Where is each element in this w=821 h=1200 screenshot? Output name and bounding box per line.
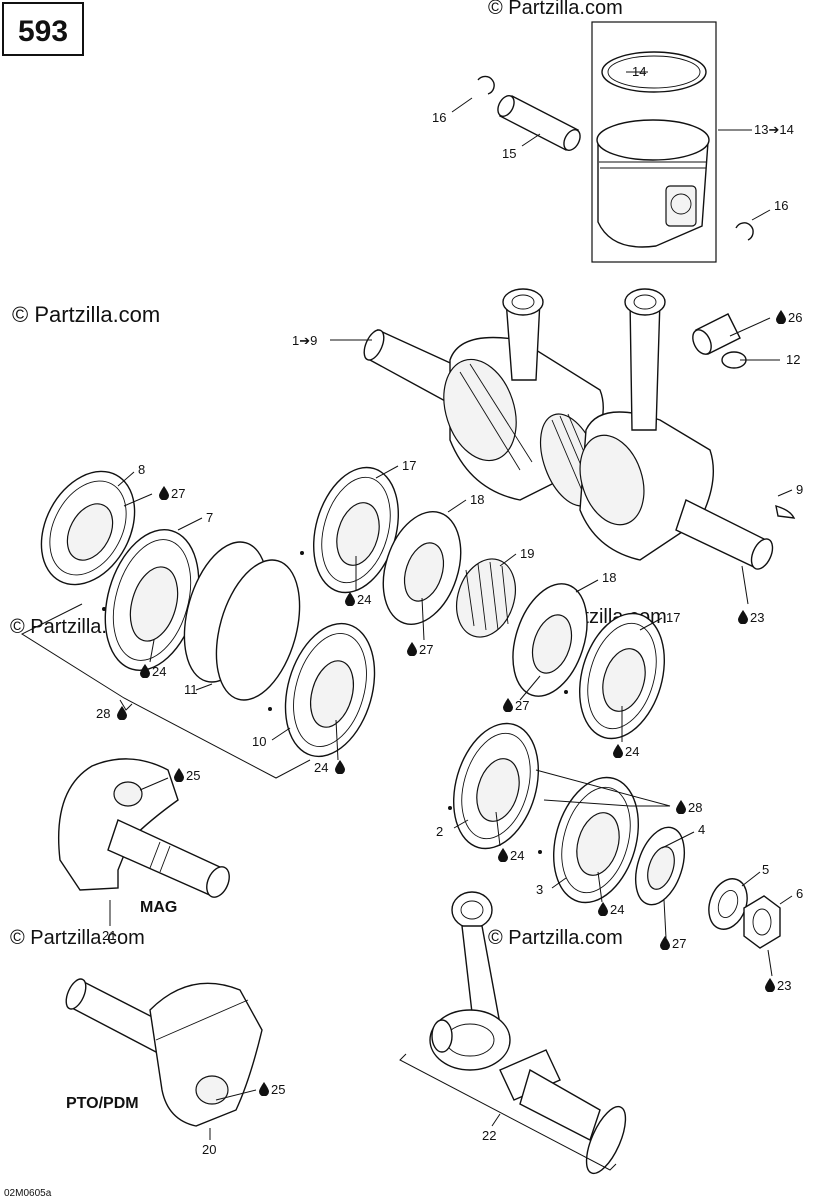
callout-label: 17: [402, 458, 416, 473]
copyright-text: © Partzilla.com: [12, 302, 160, 327]
callout-label: 27: [515, 698, 529, 713]
piston-ring: [601, 51, 707, 93]
ball-bearing: [578, 612, 666, 740]
callout-labels: 14 13➔14 16 15 16 1➔9 26 12 8 27 7 17 18…: [96, 64, 803, 1157]
callout-label: 27: [672, 936, 686, 951]
needle-bearing: [692, 313, 747, 369]
drive-gear: [456, 558, 516, 638]
watermark-text: © Partzilla.com: [10, 927, 145, 949]
ball-bearing: [104, 529, 200, 671]
ball-bearing: [452, 722, 540, 850]
callout-label: 22: [482, 1128, 496, 1143]
oil-seal: [40, 470, 136, 586]
callout-label: 2: [436, 824, 443, 839]
piston: [596, 119, 710, 248]
watermark-text: © Partzilla.com: [488, 927, 623, 949]
callout-label: 28: [688, 800, 702, 815]
circlip: [477, 75, 495, 95]
callout-label: 24: [510, 848, 524, 863]
callout-label: 7: [206, 510, 213, 525]
callout-label: 24: [625, 744, 639, 759]
callout-label: 26: [788, 310, 802, 325]
callout-label: 4: [698, 822, 705, 837]
callout-label: 8: [138, 462, 145, 477]
callout-label: 9: [796, 482, 803, 497]
callout-label: 15: [502, 146, 516, 161]
locating-pins: [102, 551, 568, 854]
piston-pin: [497, 95, 581, 151]
snap-ring: [183, 541, 301, 701]
callout-label: 21: [102, 928, 116, 943]
crankshaft-assembly: [363, 288, 774, 570]
hex-nut: [743, 895, 781, 949]
oil-seal: [382, 511, 462, 625]
callout-label: 28: [96, 706, 110, 721]
callout-label: 24: [152, 664, 166, 679]
callout-label: 24: [314, 760, 328, 775]
callout-label: 25: [186, 768, 200, 783]
callout-label: 11: [184, 682, 198, 697]
ball-bearing: [312, 466, 400, 594]
callout-label: 27: [171, 486, 185, 501]
ball-bearing: [552, 776, 640, 904]
oil-seal: [634, 826, 686, 906]
diagram-number: 593: [18, 15, 68, 48]
callout-label: 16: [774, 198, 788, 213]
callout-label: 20: [202, 1142, 216, 1157]
crankshaft-half-mag: [57, 758, 230, 898]
callout-label: 5: [762, 862, 769, 877]
callout-label: 10: [252, 734, 266, 749]
callout-label: 24: [610, 902, 624, 917]
callout-label: 3: [536, 882, 543, 897]
ball-bearing: [284, 622, 376, 758]
callout-label: 13➔14: [754, 122, 794, 137]
oil-seal: [512, 583, 588, 697]
callout-label: 23: [750, 610, 764, 625]
callout-label: 18: [470, 492, 484, 507]
callout-label: 18: [602, 570, 616, 585]
callout-label: 1➔9: [292, 333, 317, 348]
callout-label: 6: [796, 886, 803, 901]
callout-label: 17: [666, 610, 680, 625]
connecting-rod: [429, 891, 627, 1175]
diagram-number-box: 593: [2, 2, 84, 56]
callout-label: 16: [432, 110, 446, 125]
circlip: [735, 222, 754, 241]
leader-lines: [20, 71, 793, 1171]
watermark-text: © Partzilla.com: [488, 0, 623, 19]
caption-pto: PTO/PDM: [66, 1095, 139, 1112]
piston-group: [477, 21, 754, 263]
woodruff-key: [775, 505, 796, 519]
callout-label: 19: [520, 546, 534, 561]
callout-label: 14: [632, 64, 646, 79]
callout-label: 25: [271, 1082, 285, 1097]
callout-label: 23: [777, 978, 791, 993]
callout-label: 12: [786, 352, 800, 367]
callout-label: 24: [357, 592, 371, 607]
crankshaft-half-pto: [65, 978, 263, 1127]
callout-label: 27: [419, 642, 433, 657]
drawing-code: 02M0605a: [4, 1188, 52, 1199]
caption-mag: MAG: [140, 899, 177, 916]
